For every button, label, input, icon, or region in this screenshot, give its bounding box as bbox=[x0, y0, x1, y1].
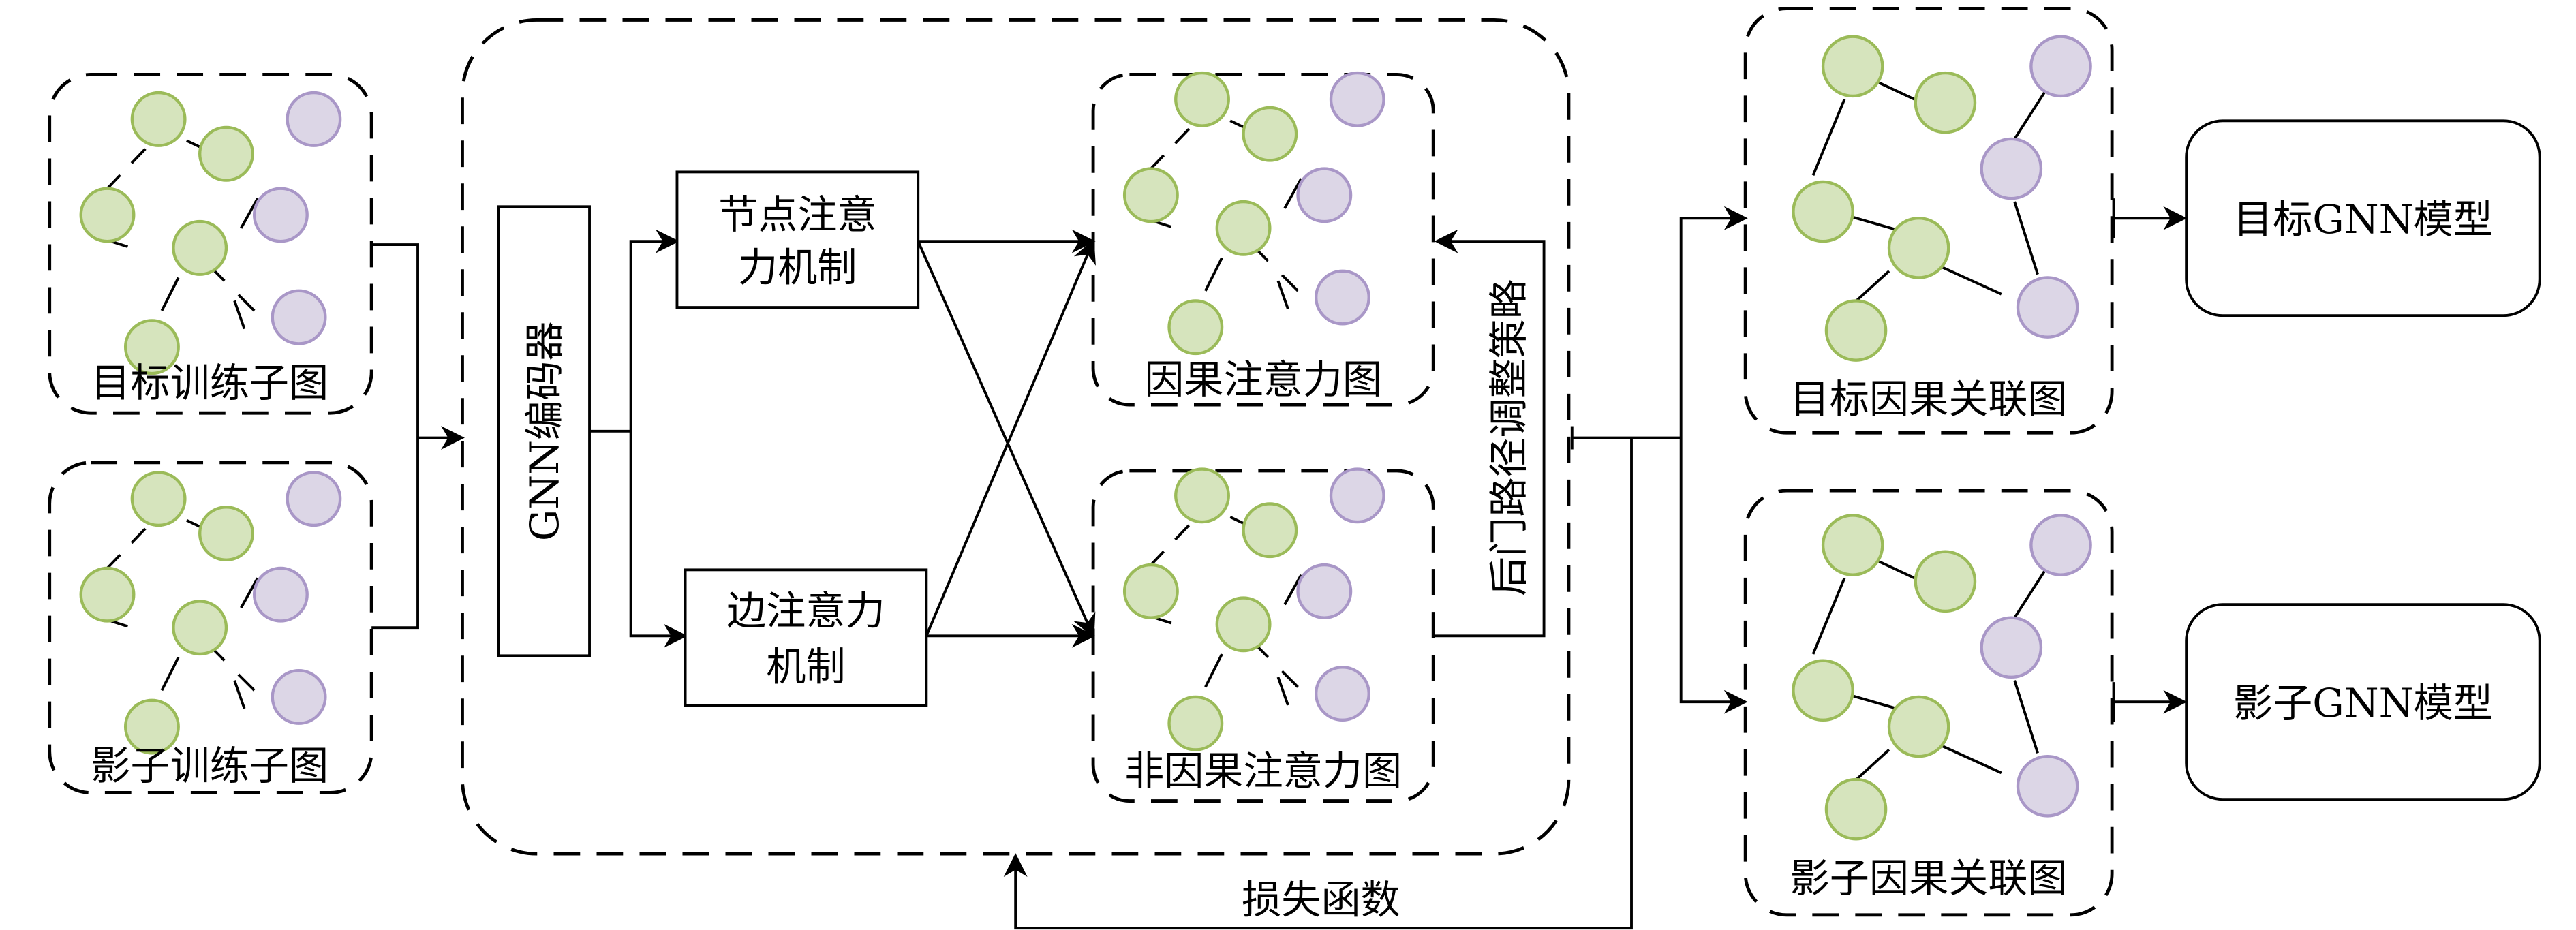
node-attention-label-line1: 节点注意 bbox=[718, 191, 877, 238]
node-to-noncausal-arrow bbox=[917, 241, 1096, 638]
shadow-gnn-model-box: 影子GNN模型 bbox=[2185, 603, 2541, 801]
target-gnn-model-box: 目标GNN模型 bbox=[2185, 119, 2541, 317]
gnn-encoder-box: GNN编码器 bbox=[497, 205, 591, 657]
encoder-to-node-attention-arrow bbox=[589, 229, 679, 433]
shadow-causal-graph: 影子因果关联图 bbox=[1743, 489, 2114, 917]
edge-attention-label-line2: 机制 bbox=[766, 644, 845, 690]
encoder-to-edge-attention-arrow bbox=[629, 431, 688, 648]
target-causal-graph: 目标因果关联图 bbox=[1743, 7, 2114, 435]
edge-attention-label-line1: 边注意力 bbox=[726, 587, 885, 634]
backdoor-feedback-arrow bbox=[1433, 229, 1546, 638]
edge-to-causal-arrow bbox=[925, 238, 1096, 637]
shadow-gnn-model-label: 影子GNN模型 bbox=[2233, 680, 2493, 726]
shadow-causal-graph-label: 影子因果关联图 bbox=[1790, 855, 2068, 901]
to-shadow-causal-arrow bbox=[1679, 437, 1748, 714]
loss-feedback-arrow bbox=[1003, 437, 1633, 930]
input-merge-connector bbox=[371, 243, 419, 630]
attention-module-container bbox=[461, 18, 1571, 856]
backdoor-strategy-label: 后门路径调整策略 bbox=[1486, 279, 1532, 596]
noncausal-attention-graph-label: 非因果注意力图 bbox=[1124, 747, 1402, 794]
shadow-training-subgraph-label: 影子训练子图 bbox=[91, 743, 328, 789]
noncausal-attention-graph: 非因果注意力图 bbox=[1091, 469, 1435, 803]
shadow-training-subgraph: 影子训练子图 bbox=[48, 461, 373, 794]
causal-attention-graph: 因果注意力图 bbox=[1091, 73, 1435, 407]
target-causal-graph-label: 目标因果关联图 bbox=[1790, 376, 2068, 422]
target-training-subgraph-label: 目标训练子图 bbox=[91, 360, 328, 406]
target-gnn-model-label: 目标GNN模型 bbox=[2233, 196, 2493, 243]
loss-function-label: 损失函数 bbox=[1242, 876, 1400, 923]
to-target-causal-arrow bbox=[1679, 206, 1748, 438]
gnn-encoder-label: GNN编码器 bbox=[521, 322, 568, 542]
target-training-subgraph: 目标训练子图 bbox=[48, 73, 373, 415]
node-attention-box: 节点注意 力机制 bbox=[675, 170, 920, 309]
edge-attention-box: 边注意力 机制 bbox=[684, 568, 928, 707]
node-attention-label-line2: 力机制 bbox=[738, 244, 857, 290]
causal-attention-graph-label: 因果注意力图 bbox=[1144, 356, 1382, 403]
